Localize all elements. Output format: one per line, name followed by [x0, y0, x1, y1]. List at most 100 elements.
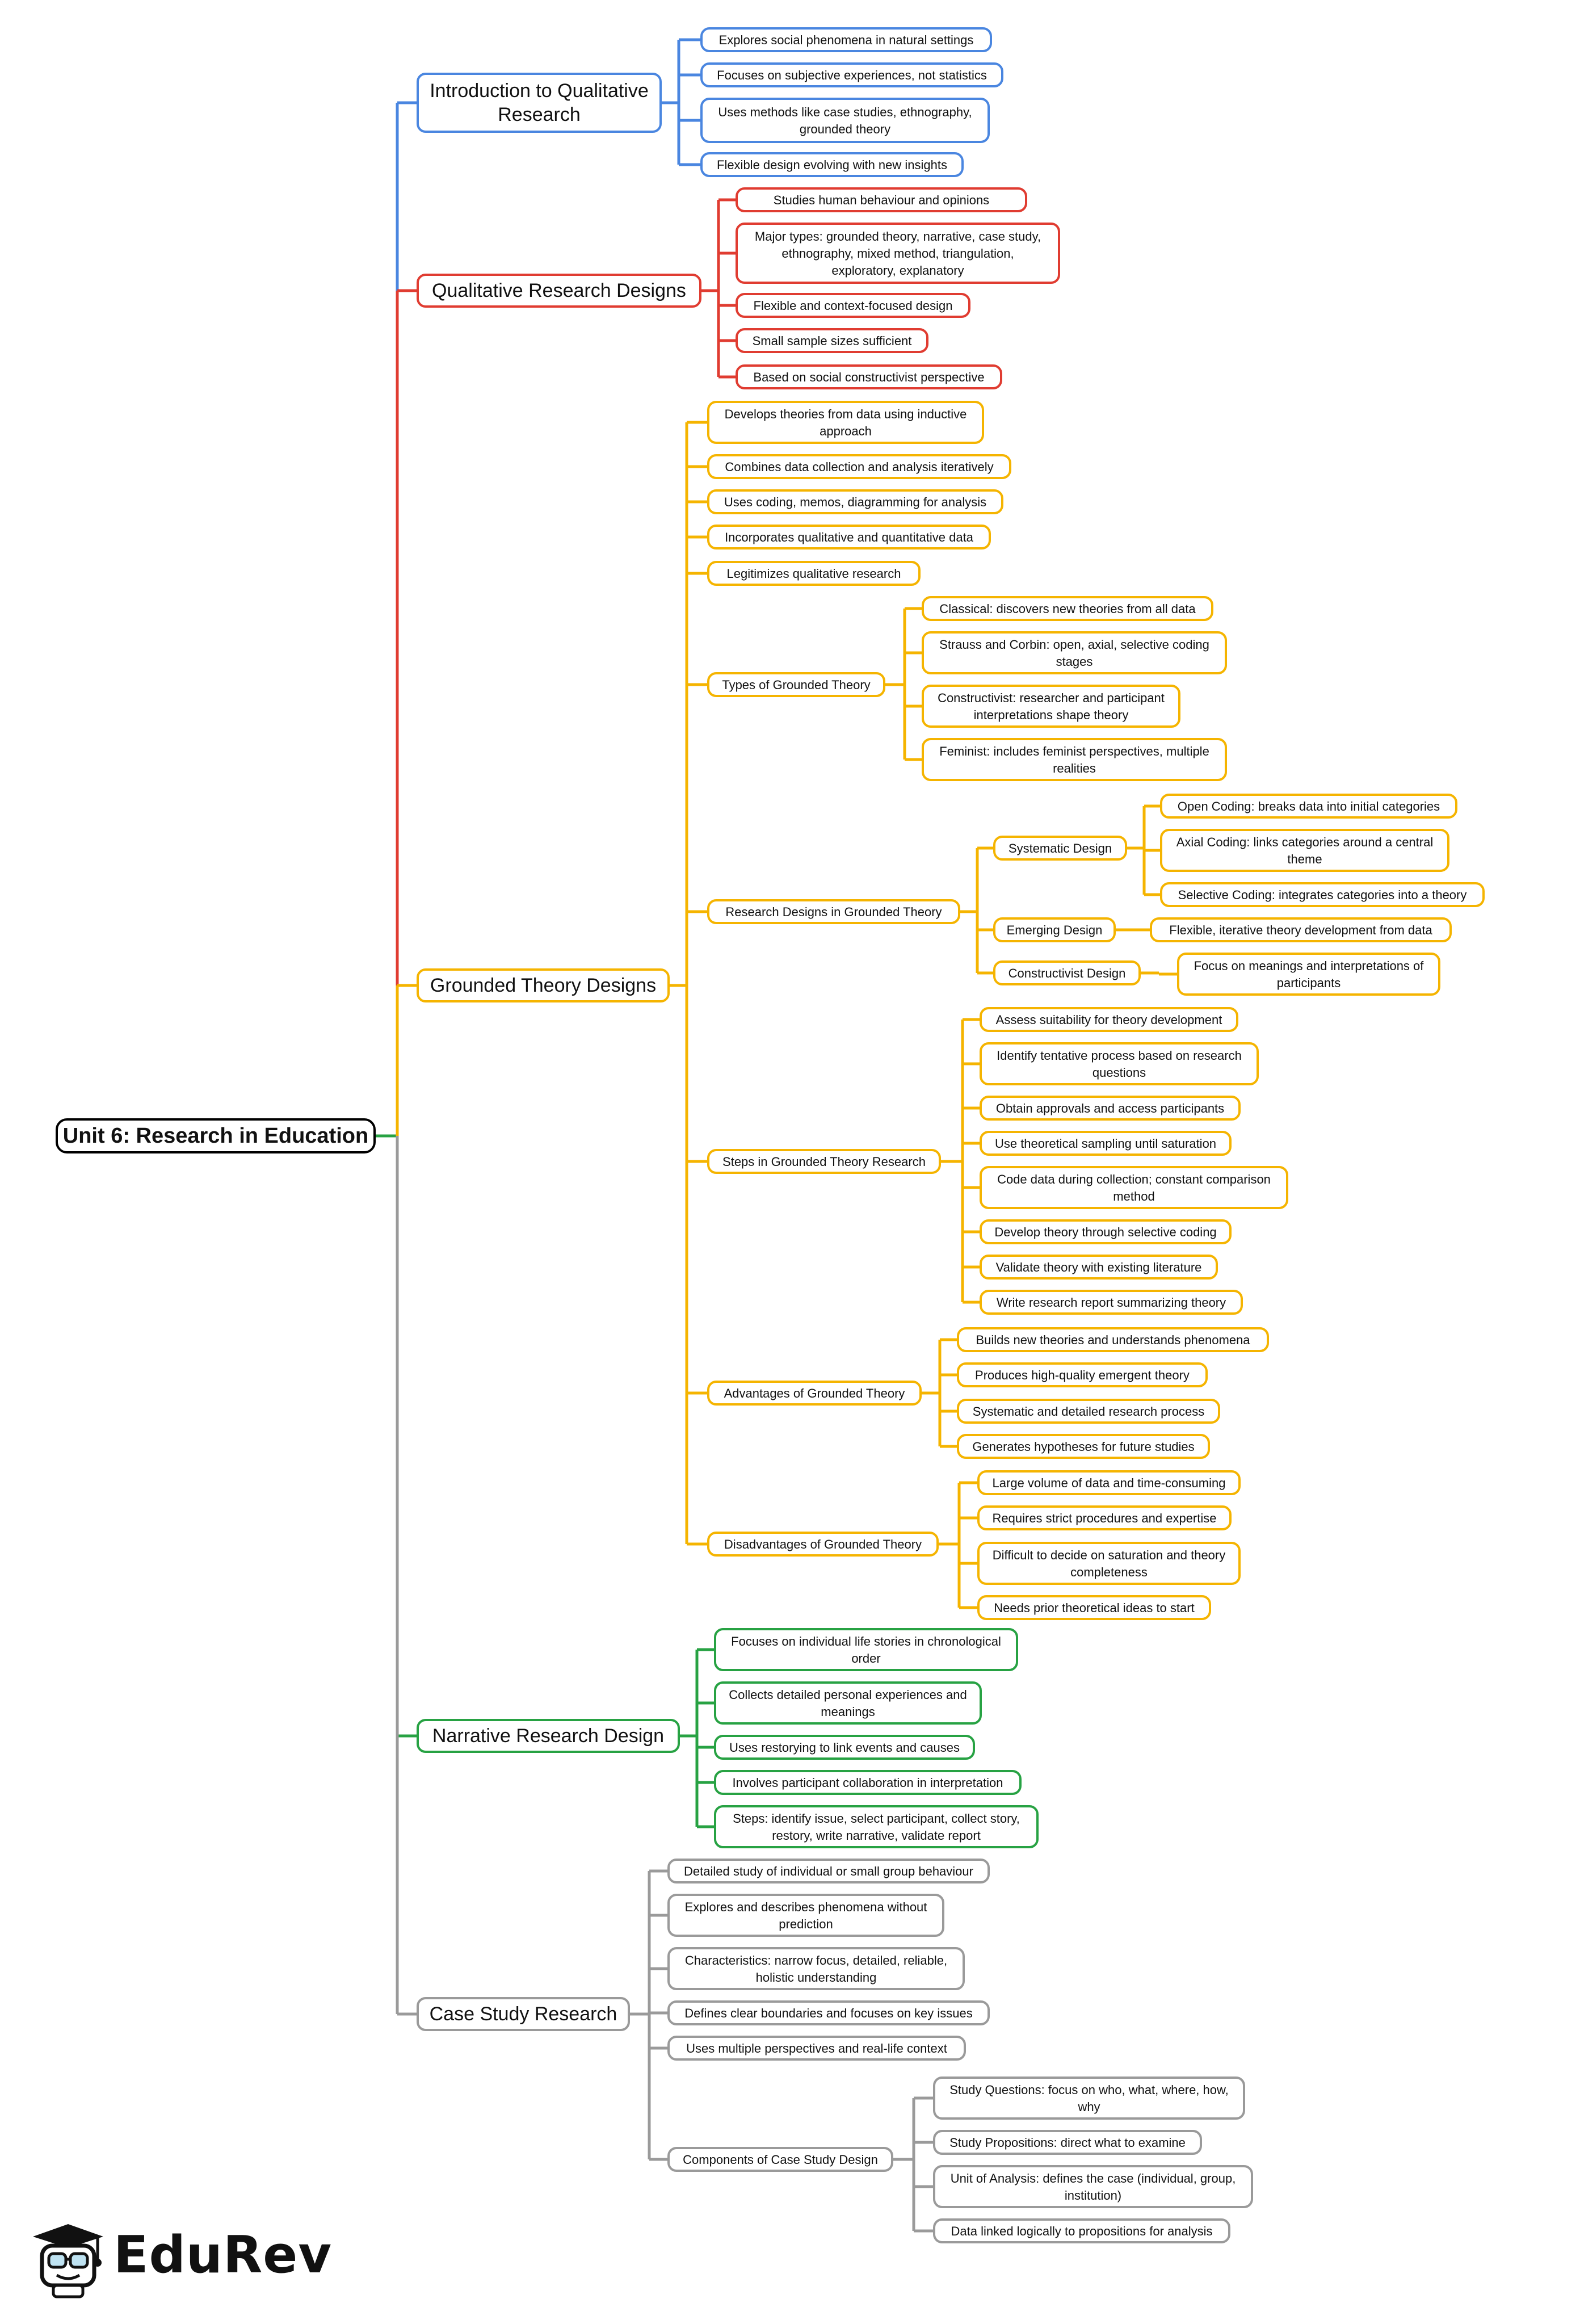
- node-box: [977, 1505, 1232, 1530]
- node-box: [736, 293, 970, 318]
- node-label: Disadvantages of Grounded Theory: [724, 1537, 922, 1551]
- node-gt-rd-con-1: Focus on meanings and interpretations of…: [1177, 953, 1440, 996]
- node-box: [922, 596, 1213, 621]
- node-gt-steps-8: Write research report summarizing theory: [980, 1290, 1243, 1315]
- node-label: Identify tentative process based on rese…: [997, 1048, 1242, 1080]
- node-intro-2: Focuses on subjective experiences, not s…: [700, 62, 1003, 87]
- edges-gt-rd-con: [1140, 971, 1178, 976]
- node-box: [933, 2218, 1230, 2243]
- node-label: Uses methods like case studies, ethnogra…: [718, 105, 972, 136]
- node-label: Systematic Design: [1008, 841, 1112, 855]
- node-label: Study Questions: focus on who, what, whe…: [949, 2083, 1229, 2114]
- node-intro-3: Uses methods like case studies, ethnogra…: [700, 98, 990, 143]
- node-box: [417, 274, 701, 308]
- node-box: [714, 1681, 982, 1725]
- node-box: [417, 1719, 680, 1753]
- node-box: [933, 2130, 1202, 2155]
- connector-lines: [375, 38, 1178, 2233]
- node-label: Difficult to decide on saturation and th…: [993, 1548, 1226, 1579]
- node-cs-comp: Components of Case Study Design: [667, 2147, 893, 2172]
- node-box: [417, 968, 670, 1002]
- node-box: [707, 672, 885, 697]
- node-box: [714, 1628, 1018, 1671]
- edges-cs: [629, 1869, 669, 2161]
- node-box: [922, 738, 1227, 781]
- node-label: Use theoretical sampling until saturatio…: [995, 1136, 1216, 1151]
- node-cs-comp-4: Data linked logically to propositions fo…: [933, 2218, 1230, 2243]
- node-cs-5: Uses multiple perspectives and real-life…: [667, 2036, 966, 2061]
- node-gt-steps-7: Validate theory with existing literature: [980, 1255, 1218, 1280]
- node-label: Explores social phenomena in natural set…: [719, 33, 974, 47]
- node-label: Study Propositions: direct what to exami…: [949, 2136, 1186, 2150]
- node-box: [736, 364, 1002, 389]
- edges-nar: [679, 1648, 715, 1828]
- node-box: [667, 2036, 966, 2061]
- node-gt-rd-con: Constructivist Design: [993, 960, 1141, 985]
- node-box: [736, 223, 1060, 284]
- node-box: [922, 685, 1180, 728]
- node-label: Generates hypotheses for future studies: [972, 1440, 1194, 1454]
- node-label: Advantages of Grounded Theory: [724, 1386, 905, 1400]
- node-box: [700, 62, 1003, 87]
- node-gt: Grounded Theory Designs: [417, 968, 670, 1002]
- node-label: Flexible, iterative theory development f…: [1169, 923, 1432, 937]
- node-gt-rd-sys-1: Open Coding: breaks data into initial ca…: [1160, 794, 1457, 819]
- brand-name: EduRev: [114, 2225, 332, 2285]
- node-box: [667, 2000, 990, 2025]
- node-label: Small sample sizes sufficient: [753, 334, 912, 348]
- node-box: [667, 1894, 944, 1937]
- node-box: [707, 1149, 941, 1174]
- node-box: [1177, 953, 1440, 996]
- edges-intro: [661, 38, 701, 166]
- node-box: [707, 1532, 939, 1557]
- node-nar-1: Focuses on individual life stories in ch…: [714, 1628, 1018, 1671]
- node-gt-rd-em: Emerging Design: [993, 917, 1116, 942]
- node-box: [980, 1255, 1218, 1280]
- node-box: [933, 2165, 1253, 2208]
- node-gt-4: Incorporates qualitative and quantitativ…: [707, 525, 991, 549]
- node-label: Grounded Theory Designs: [430, 975, 656, 996]
- node-label: Focuses on subjective experiences, not s…: [717, 68, 987, 82]
- node-label: Needs prior theoretical ideas to start: [994, 1601, 1194, 1615]
- node-gt-dis-2: Requires strict procedures and expertise: [977, 1505, 1232, 1530]
- node-nar-2: Collects detailed personal experiences a…: [714, 1681, 982, 1725]
- node-box: [980, 1042, 1259, 1085]
- node-label: Involves participant collaboration in in…: [733, 1776, 1003, 1790]
- node-label: Types of Grounded Theory: [722, 678, 870, 692]
- edges-gt-adv: [921, 1338, 958, 1448]
- node-box: [1160, 882, 1485, 907]
- node-label: Develops theories from data using induct…: [725, 407, 967, 438]
- node-nar-3: Uses restorying to link events and cause…: [714, 1735, 975, 1760]
- node-label: Combines data collection and analysis it…: [725, 460, 993, 474]
- node-box: [707, 401, 984, 444]
- node-box: [667, 1947, 965, 1990]
- node-qual-4: Small sample sizes sufficient: [736, 328, 928, 353]
- node-box: [980, 1096, 1241, 1121]
- node-gt-steps-3: Obtain approvals and access participants: [980, 1096, 1241, 1121]
- node-label: Produces high-quality emergent theory: [975, 1368, 1190, 1382]
- node-gt-rd-sys-2: Axial Coding: links categories around a …: [1160, 829, 1449, 872]
- node-box: [700, 152, 964, 177]
- node-label: Feminist: includes feminist perspectives…: [939, 744, 1209, 775]
- node-box: [957, 1399, 1220, 1424]
- node-gt-steps-4: Use theoretical sampling until saturatio…: [980, 1131, 1232, 1156]
- node-box: [1150, 917, 1452, 942]
- node-cs-1: Detailed study of individual or small gr…: [667, 1859, 990, 1883]
- node-gt-adv-1: Builds new theories and understands phen…: [957, 1327, 1269, 1352]
- node-gt-types-4: Feminist: includes feminist perspectives…: [922, 738, 1227, 781]
- node-label: Write research report summarizing theory: [997, 1295, 1226, 1310]
- node-label: Narrative Research Design: [432, 1725, 664, 1747]
- edges-gt-rd: [959, 846, 994, 975]
- node-label: Classical: discovers new theories from a…: [939, 602, 1196, 616]
- node-gt-types-3: Constructivist: researcher and participa…: [922, 685, 1180, 728]
- node-box: [417, 73, 662, 133]
- node-box: [667, 2147, 893, 2172]
- node-box: [707, 561, 921, 586]
- node-label: Systematic and detailed research process: [973, 1404, 1204, 1419]
- node-label: Axial Coding: links categories around a …: [1176, 835, 1433, 866]
- node-box: [417, 1997, 630, 2031]
- node-box: [957, 1434, 1210, 1459]
- node-box: [736, 328, 928, 353]
- node-box: [993, 836, 1127, 861]
